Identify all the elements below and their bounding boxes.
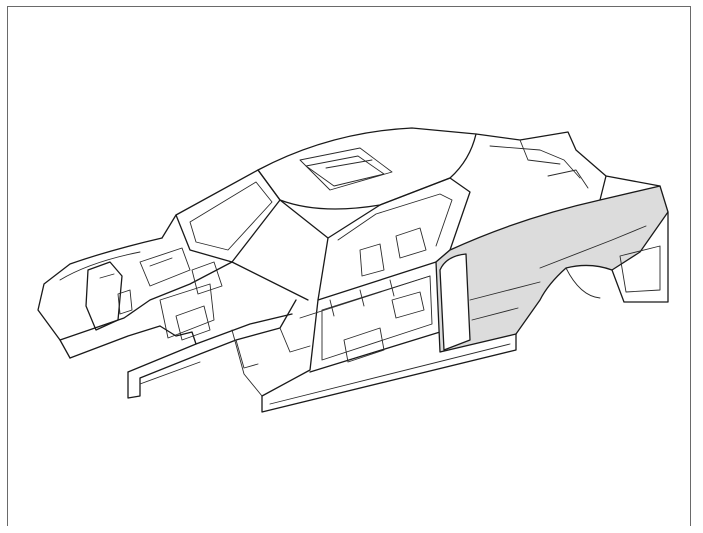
floor-crossmembers [299,275,431,319]
rear-quarter-panel [435,185,669,353]
windshield-frame [161,169,309,301]
rocker-sill [261,333,517,413]
roof-panel [257,127,477,210]
front-frame-rails [127,299,311,399]
front-structure [37,237,233,359]
rear-deck [475,131,669,303]
